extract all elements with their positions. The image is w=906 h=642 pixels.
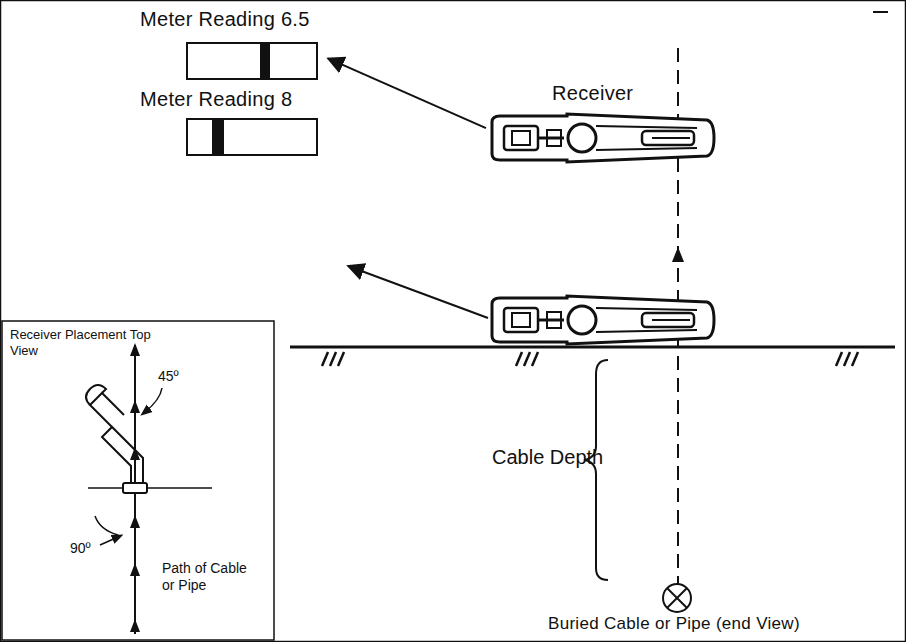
meter-bar	[260, 44, 270, 78]
cable-marker: Buried Cable or Pipe (end View)	[548, 614, 800, 634]
heading-text: Receiver	[490, 82, 710, 105]
annotation-label: Path of Cable or Pipe	[162, 560, 254, 594]
meter-display: Meter Reading 8	[140, 88, 318, 156]
heading-text: Meter Reading 6.5	[140, 8, 318, 31]
leader-arrow	[328, 58, 486, 128]
heading-text: Meter Reading 8	[140, 88, 318, 111]
heading-text: Buried Cable or Pipe (end View)	[548, 614, 800, 634]
annotation-label: 45º	[158, 368, 179, 384]
meter-bar	[212, 120, 224, 154]
heading-text: Receiver Placement Top View	[2, 321, 160, 359]
meter-window	[186, 42, 318, 80]
inset-panel: Receiver Placement Top View	[2, 321, 274, 640]
annotation-label: 90º	[70, 540, 91, 556]
meter-window	[186, 118, 318, 156]
annotation-label: Cable Depth	[492, 446, 603, 469]
meter-display: Meter Reading 6.5	[140, 8, 318, 80]
receiver-unit: Receiver	[490, 82, 710, 166]
